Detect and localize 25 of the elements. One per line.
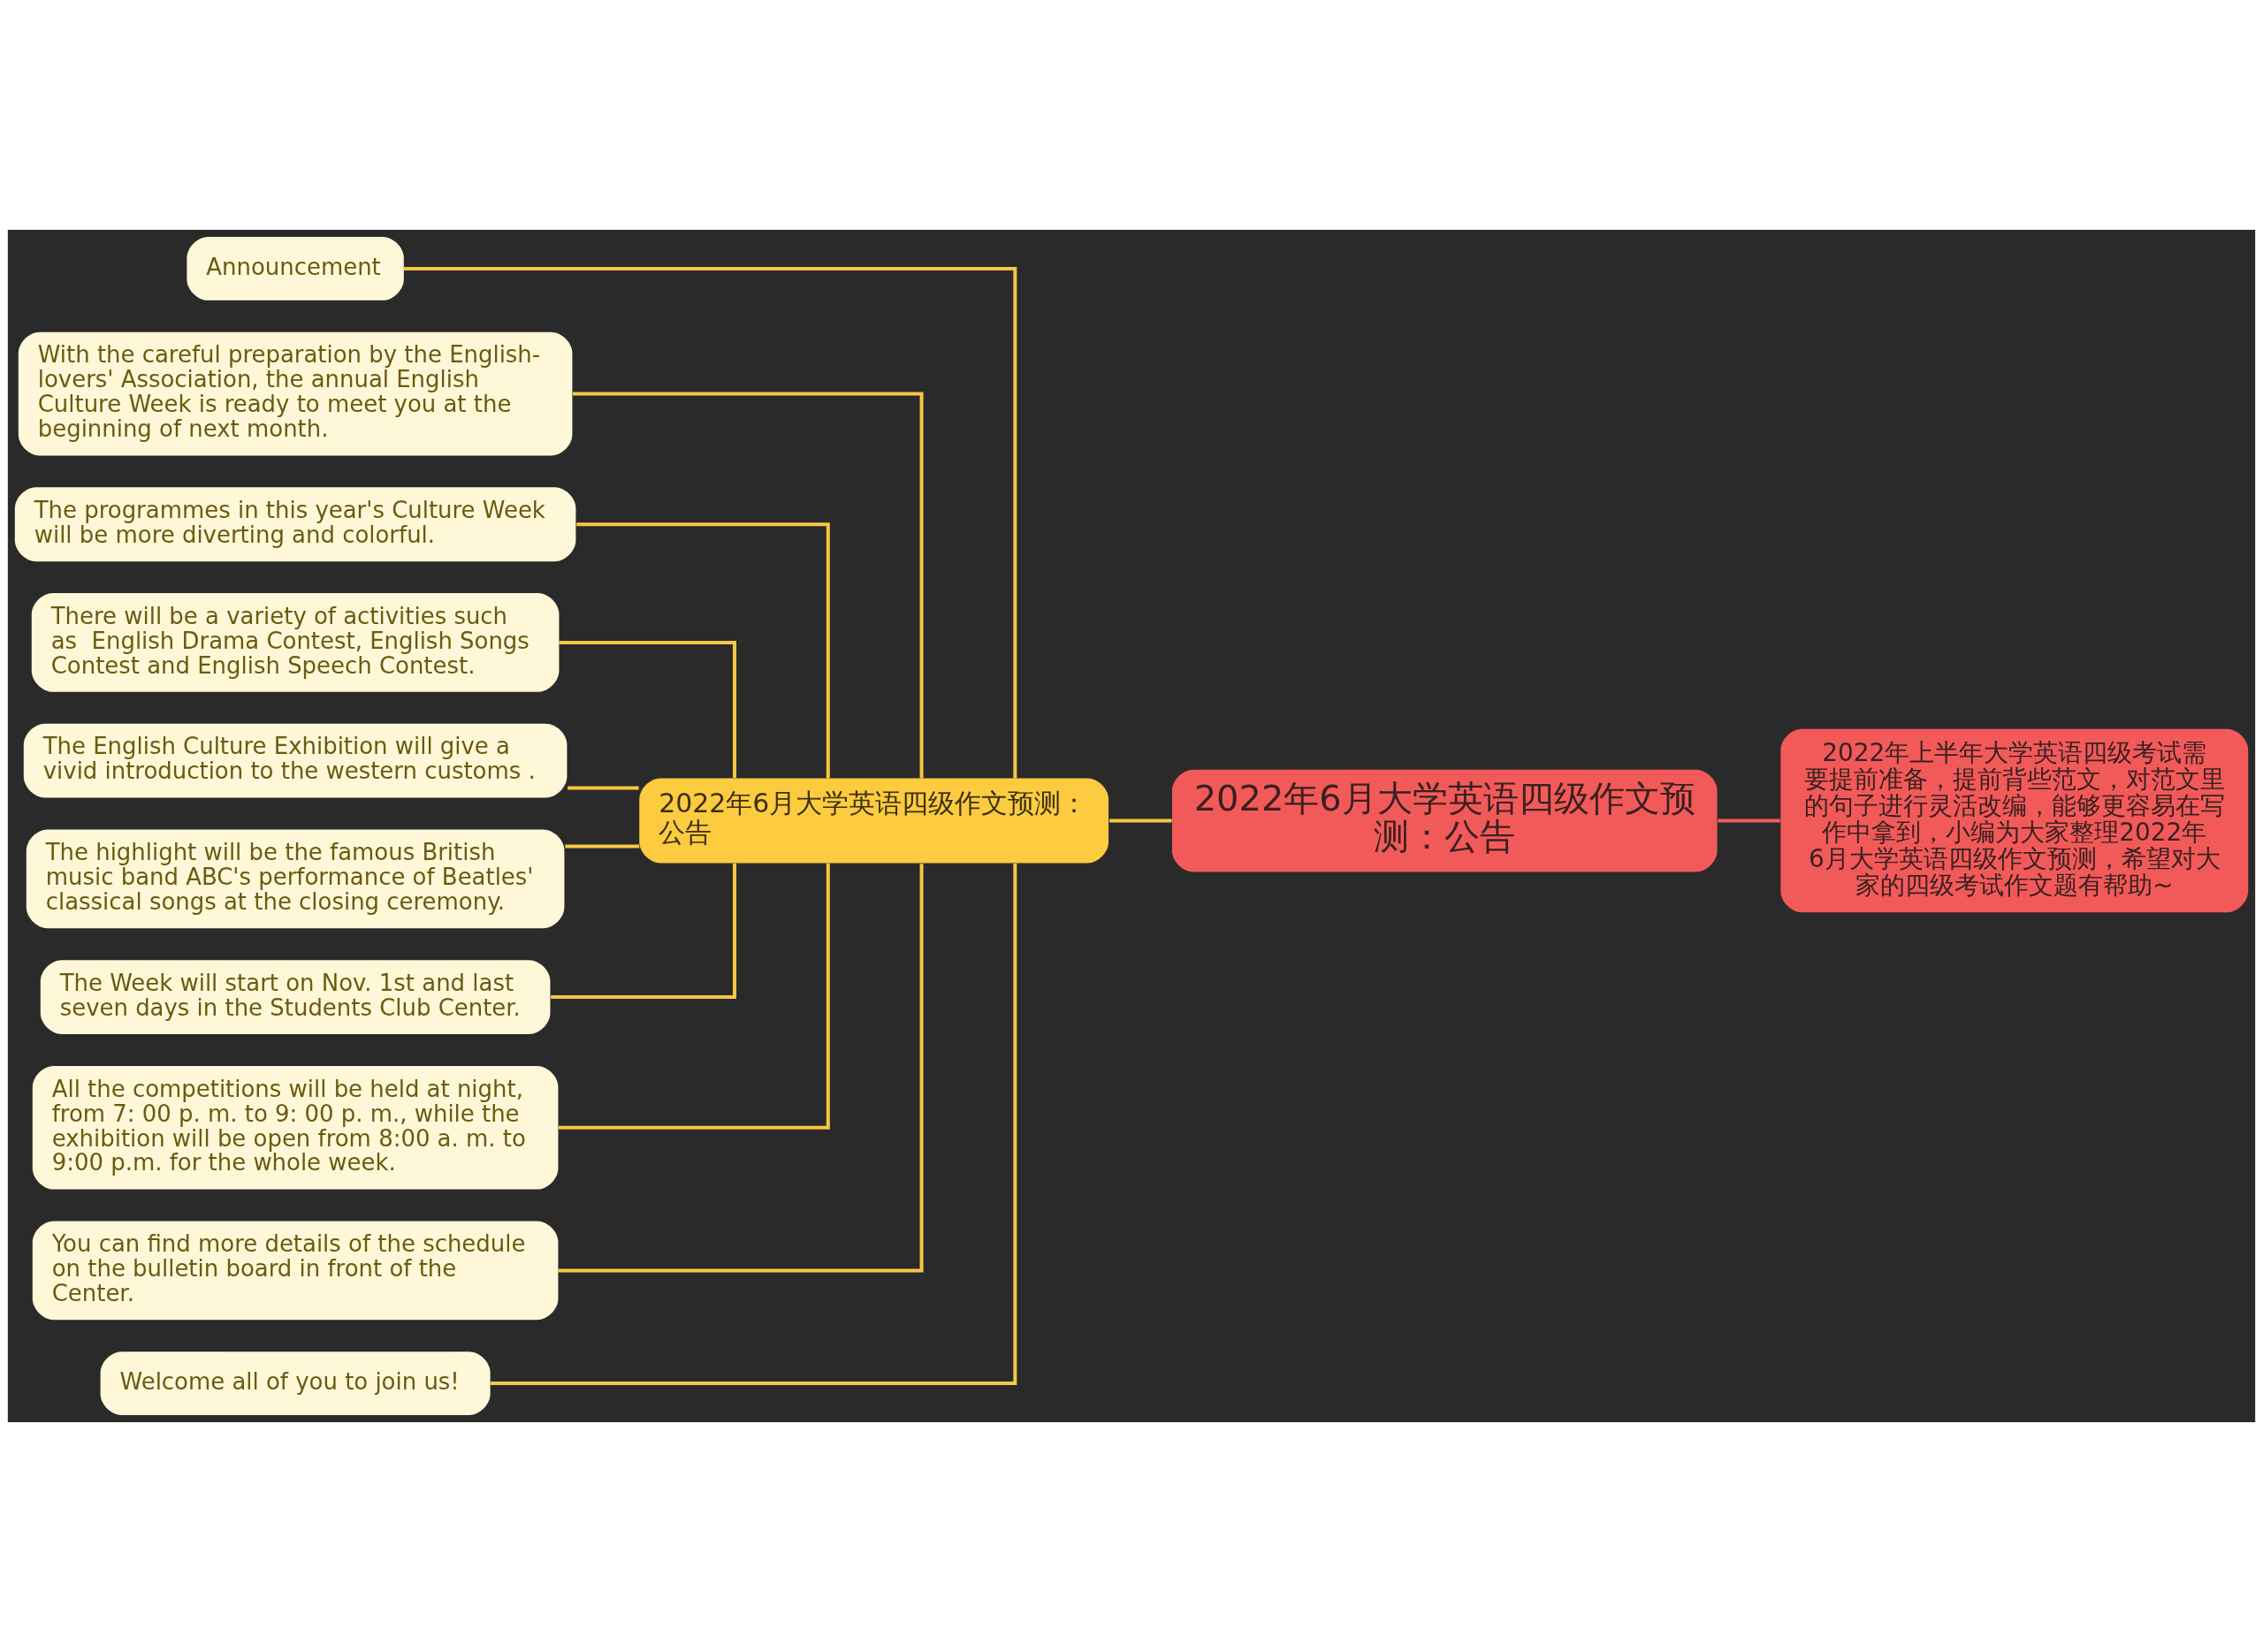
node-box: All the competitions will be held at night, from 7: 00 p. m. to 9: 00 p. m., while the exhibition will be open from 8:00 a. m. to 9:00 p.m. for the whole week. [32, 1065, 559, 1190]
connector [1109, 818, 1172, 823]
node-box: 2022年上半年大学英语四级考试需要提前准备，提前背些范文，对范文里的句子进行灵活改编，能够更容易在写作中拿到，小编为大家整理2022年6月大学英语四级作文预测，希望对大家的四级考试作文题有帮助~ [1780, 728, 2249, 913]
connector [568, 786, 639, 790]
node-box: Announcement [187, 237, 404, 301]
connector [572, 392, 924, 779]
node-box: Welcome all of you to join us! [100, 1351, 491, 1415]
node-box: The English Culture Exhibition will give a vivid introduction to the western customs . [23, 723, 568, 798]
connector [403, 266, 1017, 779]
connector [551, 863, 736, 1000]
connector [565, 844, 640, 849]
node-box: You can find more details of the schedule on the bulletin board in front of the Center. [32, 1221, 559, 1321]
node-box: The highlight will be the famous British music band ABC's performance of Beatles' classical songs at the closing ceremony. [26, 829, 565, 929]
node-box: With the careful preparation by the English-lovers' Association, the annual English Culture Week is ready to meet you at the beginning of next month. [18, 331, 573, 456]
connector [559, 640, 736, 779]
node-box: The programmes in this year's Culture Week will be more diverting and colorful. [14, 487, 576, 562]
node-box: There will be a variety of activities such as English Drama Contest, English Songs Contest and English Speech Contest. [31, 593, 560, 692]
node-box: 2022年6月大学英语四级作文预测：公告 [1171, 769, 1718, 872]
node-box: 2022年6月大学英语四级作文预测：公告 [639, 778, 1109, 864]
connector [490, 863, 1017, 1386]
connector [576, 522, 830, 779]
connector [558, 863, 830, 1130]
node-box: The Week will start on Nov. 1st and last seven days in the Students Club Center. [40, 960, 551, 1034]
connector [558, 864, 924, 1273]
connector [1718, 818, 1780, 823]
